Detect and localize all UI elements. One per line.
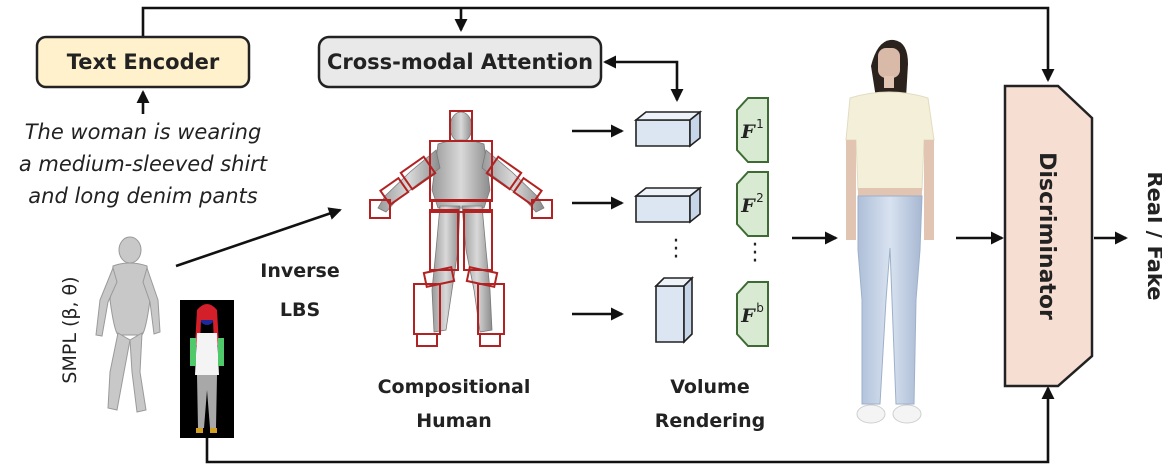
discriminator-label: Discriminator [1034,152,1059,320]
feature-ellipsis-top: · [752,233,759,258]
inverse-lbs-line-2: LBS [280,299,320,321]
smpl-label: SMPL (β, θ) [59,276,81,383]
volume-rendering-line-2: Rendering [655,410,766,432]
discriminator-block: Discriminator [1003,84,1094,388]
volume-blocks [633,110,703,344]
prompt-line-3: and long denim pants [28,184,257,208]
feature-sup-2: 2 [756,191,764,205]
volume-rendering-line-1: Volume [670,376,749,398]
volume-block-2 [633,186,703,224]
segmentation-image [180,300,234,438]
compositional-human-mesh [377,111,545,333]
prompt-line-2: a medium-sleeved shirt [19,152,268,176]
feature-ellipsis-bot: · [752,249,759,274]
volume-block-3 [654,276,694,344]
rendered-human-image [845,39,935,424]
feature-ellipsis-mid: · [752,241,759,266]
volume-ellipsis-mid: · [673,237,680,262]
feature-symbol-1: F [740,121,756,143]
compositional-human-line-2: Human [416,410,492,432]
output-label: Real / Fake [1143,171,1162,300]
feature-map-b: F b [736,281,769,347]
compositional-human-line-1: Compositional [378,376,531,398]
feature-symbol-b: F [740,305,756,327]
feature-maps: F 1 F 2 F b [736,97,769,347]
prompt-line-1: The woman is wearing [25,120,262,144]
cross-modal-attention-label: Cross-modal Attention [327,50,593,74]
feature-symbol-2: F [740,195,756,217]
part-bounding-boxes [369,110,553,347]
inverse-lbs-line-1: Inverse [260,260,339,282]
part-to-volume-arrows [572,124,624,321]
feature-map-1: F 1 [736,97,769,163]
text-prompt: The woman is wearing a medium-sleeved sh… [19,120,268,208]
volume-block-1 [633,110,703,148]
feature-map-2: F 2 [736,171,769,237]
text-encoder-box: Text Encoder [35,35,251,89]
volume-ellipsis-top: · [673,229,680,254]
smpl-to-composition-arrow [175,207,342,268]
cross-modal-attention-box: Cross-modal Attention [317,35,603,89]
smpl-body-figure [95,236,161,413]
text-encoder-label: Text Encoder [67,50,220,74]
feature-sup-1: 1 [756,117,764,131]
attention-volume-arrow [603,55,684,102]
feature-sup-b: b [756,301,764,315]
volume-ellipsis-bot: · [673,245,680,270]
